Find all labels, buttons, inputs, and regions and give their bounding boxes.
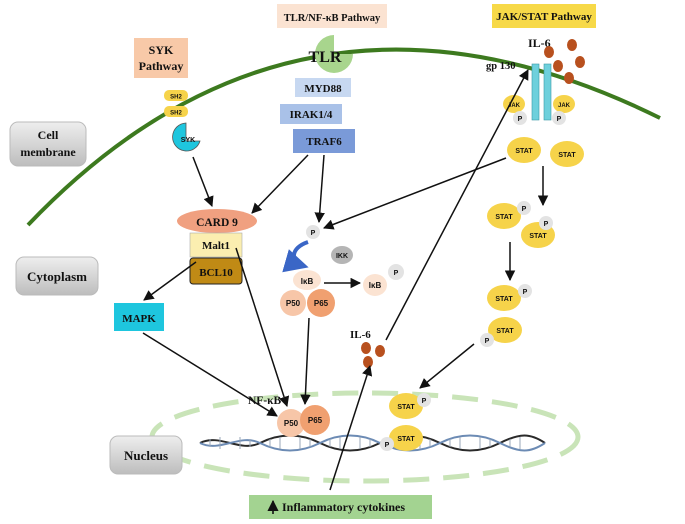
stat-label: STAT bbox=[397, 404, 415, 411]
bcl10: BCL10 bbox=[189, 257, 243, 285]
stat-pair-membrane: STAT STAT bbox=[507, 137, 584, 167]
dna-strand bbox=[199, 434, 546, 452]
arrow-traf6-ikk bbox=[314, 154, 325, 224]
p65-label: P65 bbox=[314, 299, 329, 308]
tlr-label: TLR bbox=[309, 49, 342, 66]
syk-pathway-label-2: Pathway bbox=[139, 59, 184, 73]
region-nucleus: Nucleus bbox=[109, 435, 183, 475]
arrow-syk-card9 bbox=[192, 156, 214, 207]
jak-left-label: JAK bbox=[508, 103, 521, 109]
ikb-free: IκB P bbox=[363, 264, 404, 296]
bcl10-label: BCL10 bbox=[199, 267, 233, 279]
il6-receptor-complex: IL-6 gp 130 JAK JAK P P bbox=[486, 36, 585, 125]
malt1: Malt1 bbox=[189, 232, 243, 258]
stat-label: STAT bbox=[495, 296, 513, 303]
ikb-free-label: IκB bbox=[369, 281, 382, 290]
pathway-arrows bbox=[142, 69, 549, 491]
mapk-label: MAPK bbox=[122, 313, 156, 325]
ikb-label: IκB bbox=[301, 277, 314, 286]
malt1-label: Malt1 bbox=[202, 240, 230, 252]
p65-nucleus-label: P65 bbox=[308, 416, 323, 425]
stat-label: STAT bbox=[496, 328, 514, 335]
inflammatory-cytokines-box: Inflammatory cytokines bbox=[249, 495, 432, 519]
ikb-phospho-label: P bbox=[394, 270, 399, 277]
stat-phospho: P bbox=[422, 398, 427, 405]
stat-label: STAT bbox=[397, 436, 415, 443]
stat-phospho-2: STAT P STAT P bbox=[480, 284, 532, 347]
tlr-pathway-header: TLR/NF-κB Pathway bbox=[277, 4, 387, 28]
il6-mid-label: IL-6 bbox=[350, 329, 371, 341]
jak-right-label: JAK bbox=[558, 103, 571, 109]
syk-label: SYK bbox=[181, 137, 195, 144]
stat-phospho: P bbox=[385, 442, 390, 449]
tlr-pathway-label: TLR/NF-κB Pathway bbox=[284, 13, 381, 24]
card9-label: CARD 9 bbox=[196, 217, 238, 229]
arrow-stat-to-nucleus bbox=[419, 343, 475, 389]
stat-phospho: P bbox=[523, 289, 528, 296]
arrow-bcl10-mapk bbox=[143, 261, 197, 301]
cell-membrane-label-2: membrane bbox=[20, 145, 76, 159]
arrow-mapk-nfkb bbox=[142, 332, 278, 417]
traf6-label: TRAF6 bbox=[306, 136, 342, 148]
stat-phospho: P bbox=[522, 206, 527, 213]
p50-label: P50 bbox=[286, 299, 301, 308]
p50-nucleus-label: P50 bbox=[284, 419, 299, 428]
jak-stat-pathway-label: JAK/STAT Pathway bbox=[496, 11, 592, 23]
arrow-cytokines-il6 bbox=[329, 365, 373, 491]
stat-phospho-1: STAT P STAT P bbox=[487, 201, 555, 248]
myd88-label: MYD88 bbox=[304, 83, 342, 95]
arrow-stat-ikk bbox=[323, 157, 507, 230]
stat-phospho: P bbox=[544, 221, 549, 228]
arrow-traf6-card9 bbox=[251, 154, 309, 214]
il6-released: IL-6 bbox=[350, 329, 385, 368]
stat-label: STAT bbox=[515, 148, 533, 155]
sh2-label-b: SH2 bbox=[170, 111, 182, 117]
il6-top-label: IL-6 bbox=[528, 36, 551, 50]
jak-right-phospho: P bbox=[557, 116, 562, 123]
ikk-phospho-label: P bbox=[311, 230, 316, 237]
irak-box: IRAK1/4 bbox=[280, 104, 342, 124]
traf6-box: TRAF6 bbox=[293, 129, 355, 153]
nucleus-label: Nucleus bbox=[124, 448, 168, 463]
nfkb-nucleus: NF-κB P50 P65 bbox=[248, 395, 330, 437]
syk-pathway-label-1: SYK bbox=[149, 43, 174, 57]
jak-stat-pathway-header: JAK/STAT Pathway bbox=[492, 4, 596, 28]
ikk-complex: P IKK IκB bbox=[282, 225, 353, 290]
ikk-label: IKK bbox=[336, 253, 348, 260]
sh2-label-a: SH2 bbox=[170, 95, 182, 101]
syk-pathway-header: SYK Pathway bbox=[134, 38, 188, 78]
arrow-il6-receptor bbox=[385, 69, 529, 341]
myd88-box: MYD88 bbox=[295, 78, 351, 97]
tlr-receptor: TLR bbox=[309, 35, 353, 73]
region-cell-membrane: Cell membrane bbox=[9, 121, 87, 167]
jak-left-phospho: P bbox=[518, 116, 523, 123]
arrow-malt1-nfkb bbox=[235, 247, 290, 407]
inflammatory-cytokines-label: Inflammatory cytokines bbox=[282, 500, 405, 514]
irak-label: IRAK1/4 bbox=[290, 109, 333, 121]
stat-nucleus: STAT P STAT P bbox=[380, 393, 431, 451]
cytoplasm-label: Cytoplasm bbox=[27, 269, 87, 284]
stat-label: STAT bbox=[529, 233, 547, 240]
stat-label: STAT bbox=[558, 152, 576, 159]
arrow-p65-nucleus bbox=[300, 317, 311, 406]
cell-membrane-label-1: Cell bbox=[38, 128, 59, 142]
region-cytoplasm: Cytoplasm bbox=[15, 256, 99, 296]
mapk-box: MAPK bbox=[114, 303, 164, 331]
stat-phospho: P bbox=[485, 338, 490, 345]
stat-label: STAT bbox=[495, 214, 513, 221]
gp130-label: gp 130 bbox=[486, 61, 515, 72]
syk-receptor: SH2 SH2 SYK bbox=[164, 90, 201, 152]
card9: CARD 9 bbox=[177, 209, 257, 233]
p50-p65-cytoplasm: P50 P65 bbox=[280, 289, 335, 317]
